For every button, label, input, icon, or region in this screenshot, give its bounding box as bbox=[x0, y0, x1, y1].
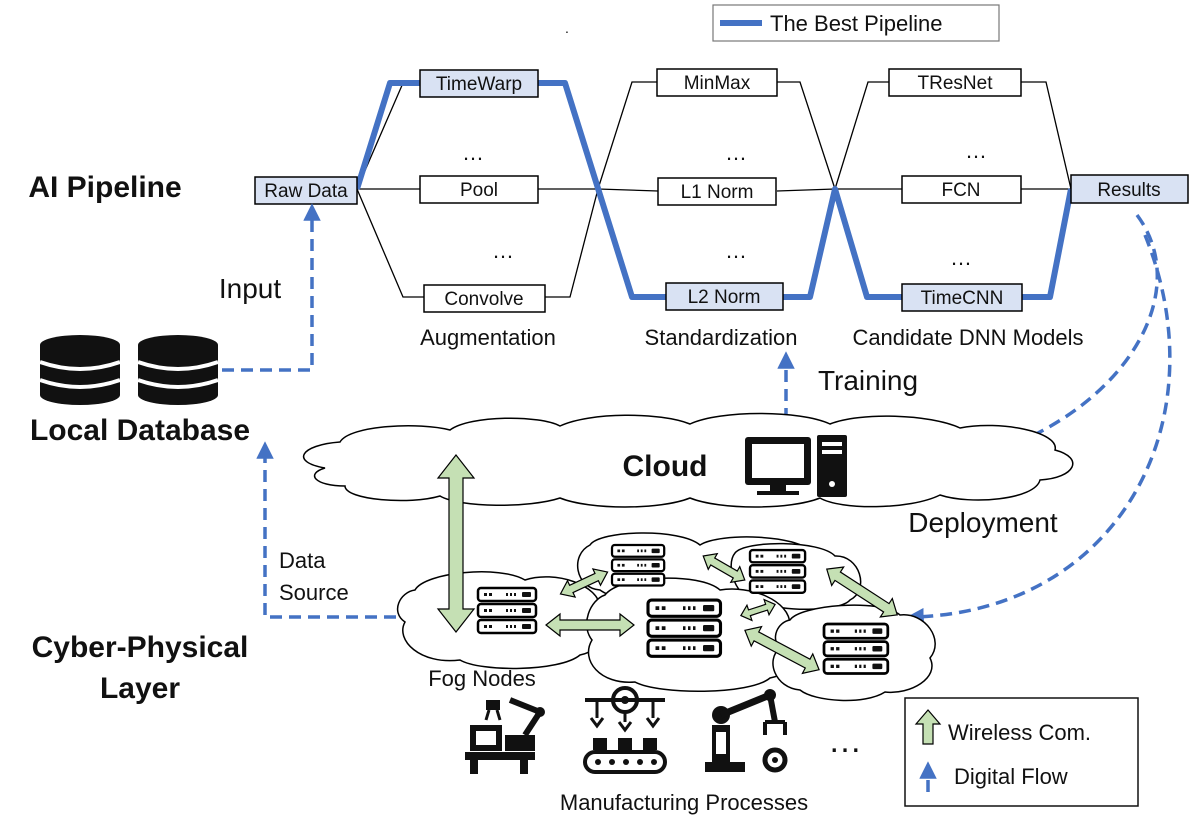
deployment-label: Deployment bbox=[908, 507, 1058, 538]
raw-data-label: Raw Data bbox=[264, 181, 348, 202]
models-ellipsis-2: … bbox=[950, 245, 972, 270]
standardization-label-l1: L1 Norm bbox=[681, 182, 754, 203]
more-processes-ellipsis: … bbox=[828, 722, 862, 760]
standardization-node-minmax: MinMax bbox=[656, 68, 778, 97]
training-label: Training bbox=[818, 365, 918, 396]
server-icon-4 bbox=[748, 548, 807, 594]
augmentation-node-pool: Pool bbox=[419, 175, 539, 204]
wireless-arrow-3 bbox=[702, 552, 746, 584]
standardization-ellipsis-1: … bbox=[725, 140, 747, 165]
stage-label-standardization: Standardization bbox=[645, 325, 798, 350]
bottom-legend: Wireless Com. Digital Flow bbox=[904, 697, 1139, 807]
data-source-label-line2: Source bbox=[279, 580, 349, 605]
fog-nodes-label: Fog Nodes bbox=[428, 666, 536, 691]
augmentation-node-timewarp: TimeWarp bbox=[419, 69, 539, 98]
robot-gear-icon bbox=[705, 689, 788, 773]
augmentation-label-timewarp: TimeWarp bbox=[436, 74, 522, 95]
cloud-label: Cloud bbox=[623, 450, 708, 483]
best-pipeline-legend: The Best Pipeline bbox=[712, 4, 1000, 42]
input-label: Input bbox=[219, 273, 281, 304]
raw-data-node: Raw Data bbox=[254, 176, 358, 205]
wireless-arrow-4 bbox=[740, 598, 776, 622]
stray-dot: . bbox=[565, 20, 569, 36]
standardization-node-l1: L1 Norm bbox=[657, 177, 777, 206]
local-database-title: Local Database bbox=[30, 414, 250, 447]
results-label: Results bbox=[1097, 180, 1160, 201]
model-node-timecnn: TimeCNN bbox=[901, 283, 1023, 312]
standardization-label-minmax: MinMax bbox=[684, 73, 751, 94]
stage-label-augmentation: Augmentation bbox=[420, 325, 556, 350]
standardization-ellipsis-2: … bbox=[725, 238, 747, 263]
augmentation-ellipsis-2: … bbox=[492, 238, 514, 263]
legend-wireless-label: Wireless Com. bbox=[948, 720, 1091, 745]
legend-digital-label: Digital Flow bbox=[954, 764, 1068, 789]
server-icon-2 bbox=[610, 543, 666, 587]
wireless-arrow-1 bbox=[559, 568, 609, 598]
standardization-label-l2: L2 Norm bbox=[688, 287, 761, 308]
wireless-arrows bbox=[436, 454, 899, 675]
results-node: Results bbox=[1070, 174, 1189, 204]
database-icon bbox=[39, 335, 219, 405]
assembly-line-icon bbox=[583, 686, 667, 774]
robot-arm-icon bbox=[465, 697, 545, 774]
cyber-physical-title-line1: Cyber-Physical bbox=[32, 631, 249, 664]
wireless-arrow-2 bbox=[545, 612, 635, 638]
manufacturing-label: Manufacturing Processes bbox=[560, 790, 808, 815]
best-pipeline-legend-label: The Best Pipeline bbox=[770, 11, 942, 36]
models-ellipsis-1: … bbox=[965, 138, 987, 163]
computer-icon bbox=[745, 435, 847, 497]
data-source-label-line1: Data bbox=[279, 548, 326, 573]
cloud-shape bbox=[302, 412, 1074, 508]
model-node-tresnet: TResNet bbox=[888, 68, 1022, 97]
ai-pipeline-title: AI Pipeline bbox=[28, 171, 181, 204]
wireless-arrow-5 bbox=[744, 625, 820, 675]
server-icon-5 bbox=[822, 622, 890, 675]
digital-flow-arrows bbox=[222, 203, 1172, 626]
server-icon-3 bbox=[646, 598, 723, 658]
model-label-fcn: FCN bbox=[941, 180, 980, 201]
model-node-fcn: FCN bbox=[901, 175, 1022, 204]
wireless-arrow-6 bbox=[825, 566, 899, 618]
augmentation-ellipsis-1: … bbox=[462, 140, 484, 165]
model-label-timecnn: TimeCNN bbox=[921, 288, 1004, 309]
server-icon-1 bbox=[476, 586, 538, 635]
cyber-physical-title-line2: Layer bbox=[100, 672, 180, 705]
legend-wireless-icon bbox=[914, 709, 942, 745]
model-label-tresnet: TResNet bbox=[918, 73, 994, 94]
augmentation-node-convolve: Convolve bbox=[423, 284, 546, 313]
stage-label-models: Candidate DNN Models bbox=[852, 325, 1083, 350]
pipeline-connections bbox=[356, 81, 1072, 298]
standardization-node-l2: L2 Norm bbox=[665, 282, 784, 311]
augmentation-label-pool: Pool bbox=[460, 180, 498, 201]
augmentation-label-convolve: Convolve bbox=[444, 289, 523, 310]
wireless-arrow-cloud-fog bbox=[436, 454, 476, 633]
